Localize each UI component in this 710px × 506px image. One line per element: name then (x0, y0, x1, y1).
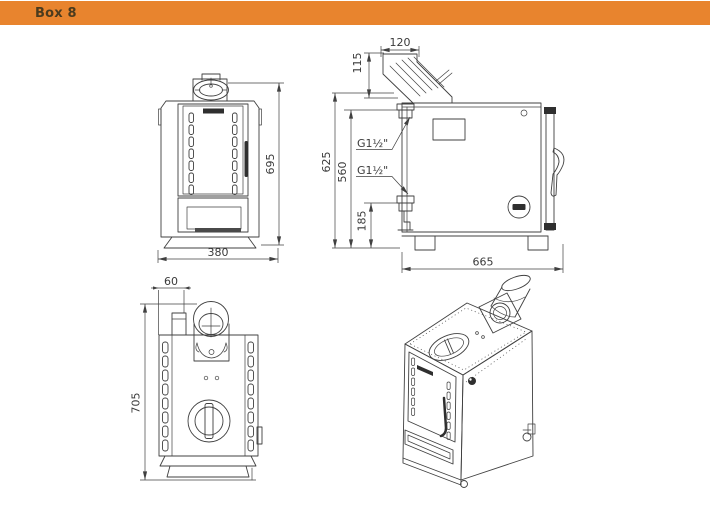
flue-cylinder-3d (478, 274, 531, 334)
svg-text:695: 695 (264, 154, 277, 175)
door-slots-right-3d (446, 381, 451, 440)
svg-text:120: 120 (390, 36, 411, 49)
type-plate (432, 118, 466, 141)
foot-right (527, 235, 549, 251)
dim-front-width: 380 (157, 246, 279, 263)
boiler-body-side (401, 102, 542, 233)
return-connection-fitting (396, 195, 415, 231)
perspective-view (402, 274, 536, 488)
caster-wheel (460, 480, 468, 488)
page-title: Box 8 (35, 5, 77, 21)
boiler-body-rear (158, 334, 259, 457)
dim-front-height: 695 (228, 82, 284, 246)
top-hole (481, 335, 485, 339)
door-handle-3d (439, 396, 448, 438)
side-door-edge (544, 107, 565, 231)
svg-text:115: 115 (351, 53, 364, 74)
side-tab-right (258, 108, 262, 126)
dim-side-return-height: 185 (356, 202, 399, 248)
side-vent-3d (527, 423, 536, 435)
side-tab-left (158, 108, 162, 126)
ash-door (177, 197, 249, 233)
svg-text:G1½": G1½" (357, 164, 388, 177)
svg-text:705: 705 (130, 393, 143, 414)
rear-vent-slots-right (247, 341, 254, 452)
caster-wheel (522, 429, 532, 442)
boiler-body-front (160, 100, 260, 238)
svg-text:60: 60 (164, 275, 178, 288)
dim-side-flue-width: 120 (380, 36, 420, 57)
door-handle (244, 141, 248, 177)
svg-text:665: 665 (473, 256, 494, 269)
svg-text:560: 560 (336, 162, 349, 183)
label-conn-flow: G1½" (356, 116, 411, 150)
dim-rear-flue-offset: 60 (151, 275, 191, 335)
foot-left (414, 235, 436, 251)
dim-side-depth: 665 (401, 244, 564, 273)
dim-side-flow-height: 560 (336, 109, 401, 248)
front-vent-slots-right (232, 112, 238, 195)
svg-text:G1½": G1½" (357, 137, 388, 150)
base-plinth (163, 236, 257, 249)
svg-text:625: 625 (320, 152, 333, 173)
cleanout-oval (428, 333, 470, 361)
label-conn-return: G1½" (356, 164, 409, 195)
rear-base (159, 455, 257, 481)
front-vent-slots-left (188, 112, 194, 195)
dim-side-flue-height: 115 (351, 53, 398, 99)
damper-handle (435, 69, 453, 85)
flue-hatching (389, 56, 445, 97)
mount-hole (203, 375, 209, 381)
cleanout-port (187, 399, 231, 443)
hinge-pin (468, 377, 476, 385)
flue-elbow (382, 53, 453, 104)
svg-text:380: 380 (208, 246, 229, 259)
svg-text:185: 185 (356, 211, 369, 232)
base-lip-3d (402, 457, 462, 486)
right-face (460, 330, 534, 481)
rear-view: 60 705 (130, 275, 263, 481)
side-view: 120 115 625 560 (320, 36, 565, 273)
rear-tab (256, 426, 263, 445)
dim-side-overall-height: 625 (320, 92, 400, 249)
mount-hole (214, 375, 220, 381)
combustion-door (177, 103, 249, 197)
rear-stub (171, 312, 187, 336)
brand-badge (507, 195, 531, 219)
dim-rear-height: 705 (130, 303, 256, 481)
flow-connection-fitting (396, 103, 415, 119)
front-view: 695 380 (157, 73, 284, 263)
door-3d (407, 351, 457, 443)
top-hole (475, 331, 479, 335)
screw-head (520, 109, 528, 117)
rear-vent-slots-left (162, 341, 169, 452)
ash-door-3d (404, 429, 454, 465)
header-bar: Box 8 (0, 1, 710, 25)
side-door-handle (550, 147, 565, 197)
brand-plate-3d (417, 365, 433, 376)
brand-plate (203, 108, 224, 114)
door-slots-left-3d (411, 357, 416, 416)
flue-bracket (193, 323, 230, 362)
rivet-row-side (465, 338, 527, 383)
flue-collar (192, 73, 229, 102)
rear-flue-pipe (193, 301, 229, 338)
